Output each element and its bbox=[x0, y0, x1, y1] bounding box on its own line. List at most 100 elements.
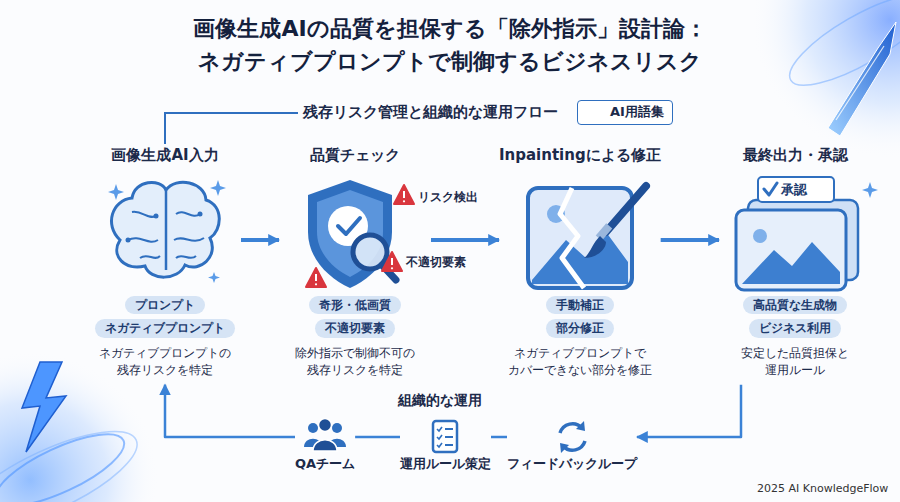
decor-polyline bbox=[560, 188, 584, 288]
approval-icon bbox=[736, 177, 878, 290]
tag-pill: ネガティブプロンプト bbox=[95, 319, 235, 338]
warning-triangle bbox=[306, 185, 414, 287]
stage-description: 除外指示で制御不可の 残存リスクを特定 bbox=[279, 345, 431, 379]
stage-description: 安定した品質担保と 運用ルール bbox=[719, 345, 871, 379]
operation-step: フィードバックループ bbox=[507, 419, 637, 473]
decor-path bbox=[128, 212, 204, 258]
icon-callout: リスク検出 bbox=[418, 190, 478, 204]
flow-connector bbox=[491, 436, 507, 439]
node-label: 手動補正 bbox=[556, 297, 604, 314]
flow-connector bbox=[241, 238, 279, 242]
book-mark: AI bbox=[588, 106, 599, 118]
node-label: 奇形・低画質 bbox=[319, 297, 391, 314]
decor-path bbox=[208, 272, 220, 283]
decor-path bbox=[445, 429, 453, 445]
decor-path bbox=[338, 218, 360, 234]
approval-stamp: 承認 bbox=[781, 182, 807, 198]
stage-heading: 画像生成AI入力 bbox=[111, 146, 218, 166]
subtitle: 残存リスク管理と組織的な運用フロー bbox=[303, 103, 558, 121]
decor-circle bbox=[753, 229, 767, 243]
team-icon bbox=[304, 419, 346, 452]
brain-icon bbox=[108, 180, 226, 283]
decor-rect bbox=[433, 421, 457, 452]
process-stage: 画像生成AI入力ネガティブプロンプトの 残存リスクを特定 プロンプトネガティブプロ… bbox=[89, 146, 241, 385]
node-label: ネガティブプロンプト bbox=[105, 320, 225, 337]
flow-connector bbox=[431, 238, 499, 242]
inpainting-icon bbox=[528, 186, 646, 288]
operation-step: 運用ルール策定 bbox=[400, 419, 491, 473]
section-label: 組織的な運用 bbox=[398, 392, 482, 409]
flow-connector bbox=[661, 238, 719, 242]
lightning-bolt bbox=[22, 362, 66, 452]
decor-path bbox=[862, 182, 878, 198]
decor-circle bbox=[198, 212, 203, 217]
tag-pill: 不適切要素 bbox=[315, 319, 395, 338]
flow-connector bbox=[165, 385, 295, 437]
node-label: 不適切要素 bbox=[325, 320, 385, 337]
crystal-spear bbox=[828, 22, 896, 136]
node-label: プロンプト bbox=[135, 297, 195, 314]
decor-line bbox=[606, 186, 646, 232]
decor-path bbox=[836, 46, 884, 120]
icon-callout: 不適切要素 bbox=[406, 255, 466, 269]
stage-heading: Inpaintingによる修正 bbox=[499, 146, 661, 166]
decor-path bbox=[764, 183, 777, 195]
flow-connector bbox=[355, 436, 400, 439]
tag-pill: 部分修正 bbox=[546, 319, 614, 338]
decor-path bbox=[437, 427, 442, 447]
decor-path bbox=[742, 242, 840, 284]
decor-ellipse bbox=[0, 413, 149, 502]
process-stage: Inpaintingによる修正ネガティブプロンプトで カバーできない部分を修正 手… bbox=[499, 146, 661, 385]
tag-pill: プロンプト bbox=[125, 296, 205, 315]
watermark: 2025 AI KnowledgeFlow bbox=[757, 482, 888, 495]
decor-rect bbox=[528, 188, 632, 288]
node-label: 運用ルール策定 bbox=[400, 455, 491, 473]
decor-path bbox=[394, 185, 414, 204]
stage-description: ネガティブプロンプトで カバーできない部分を修正 bbox=[504, 345, 656, 379]
rule-document-icon bbox=[433, 421, 457, 452]
decor-path bbox=[560, 443, 569, 453]
flow-connector bbox=[637, 385, 741, 437]
decor-path bbox=[111, 182, 219, 277]
decor-circle bbox=[319, 419, 332, 432]
decor-line bbox=[403, 191, 405, 198]
decor-path bbox=[532, 232, 628, 284]
stage-heading: 最終出力・承認 bbox=[743, 146, 848, 166]
tag-pill: 奇形・低画質 bbox=[309, 296, 401, 315]
diagram-title: 画像生成AIの品質を担保する「除外指示」設計論： ネガティブプロンプトで制御する… bbox=[110, 12, 790, 78]
decor-line bbox=[315, 274, 317, 281]
node-label: フィードバックループ bbox=[507, 455, 637, 473]
decor-rect bbox=[736, 210, 846, 290]
decor-path bbox=[584, 236, 606, 258]
decor-path bbox=[165, 190, 168, 270]
node-label: ビジネス利用 bbox=[759, 320, 831, 337]
decor-path bbox=[313, 440, 337, 451]
decor-circle bbox=[750, 0, 900, 160]
decor-rect bbox=[758, 177, 834, 202]
operation-step: QAチーム bbox=[295, 419, 355, 473]
decor-path bbox=[306, 268, 326, 287]
tag-pill: 手動補正 bbox=[546, 296, 614, 315]
process-stage: 最終出力・承認安定した品質担保と 運用ルール 高品質な生成物ビジネス利用 bbox=[719, 146, 871, 385]
tag-pill: 高品質な生成物 bbox=[743, 296, 847, 315]
decor-circle bbox=[403, 200, 405, 202]
decor-path bbox=[108, 184, 124, 200]
decor-line bbox=[391, 258, 393, 265]
decor-circle bbox=[308, 423, 318, 433]
decor-circle bbox=[332, 423, 342, 433]
decor-circle bbox=[126, 238, 131, 243]
bracket-line bbox=[165, 113, 298, 144]
decor-circle bbox=[315, 283, 317, 285]
stage-description: ネガティブプロンプトの 残存リスクを特定 bbox=[89, 345, 241, 379]
tag-pill: ビジネス利用 bbox=[749, 319, 841, 338]
stage-heading: 品質チェック bbox=[310, 146, 400, 166]
decor-circle bbox=[391, 267, 393, 269]
node-label: QAチーム bbox=[295, 455, 355, 473]
decor-circle bbox=[154, 214, 159, 219]
decor-path bbox=[576, 421, 585, 431]
